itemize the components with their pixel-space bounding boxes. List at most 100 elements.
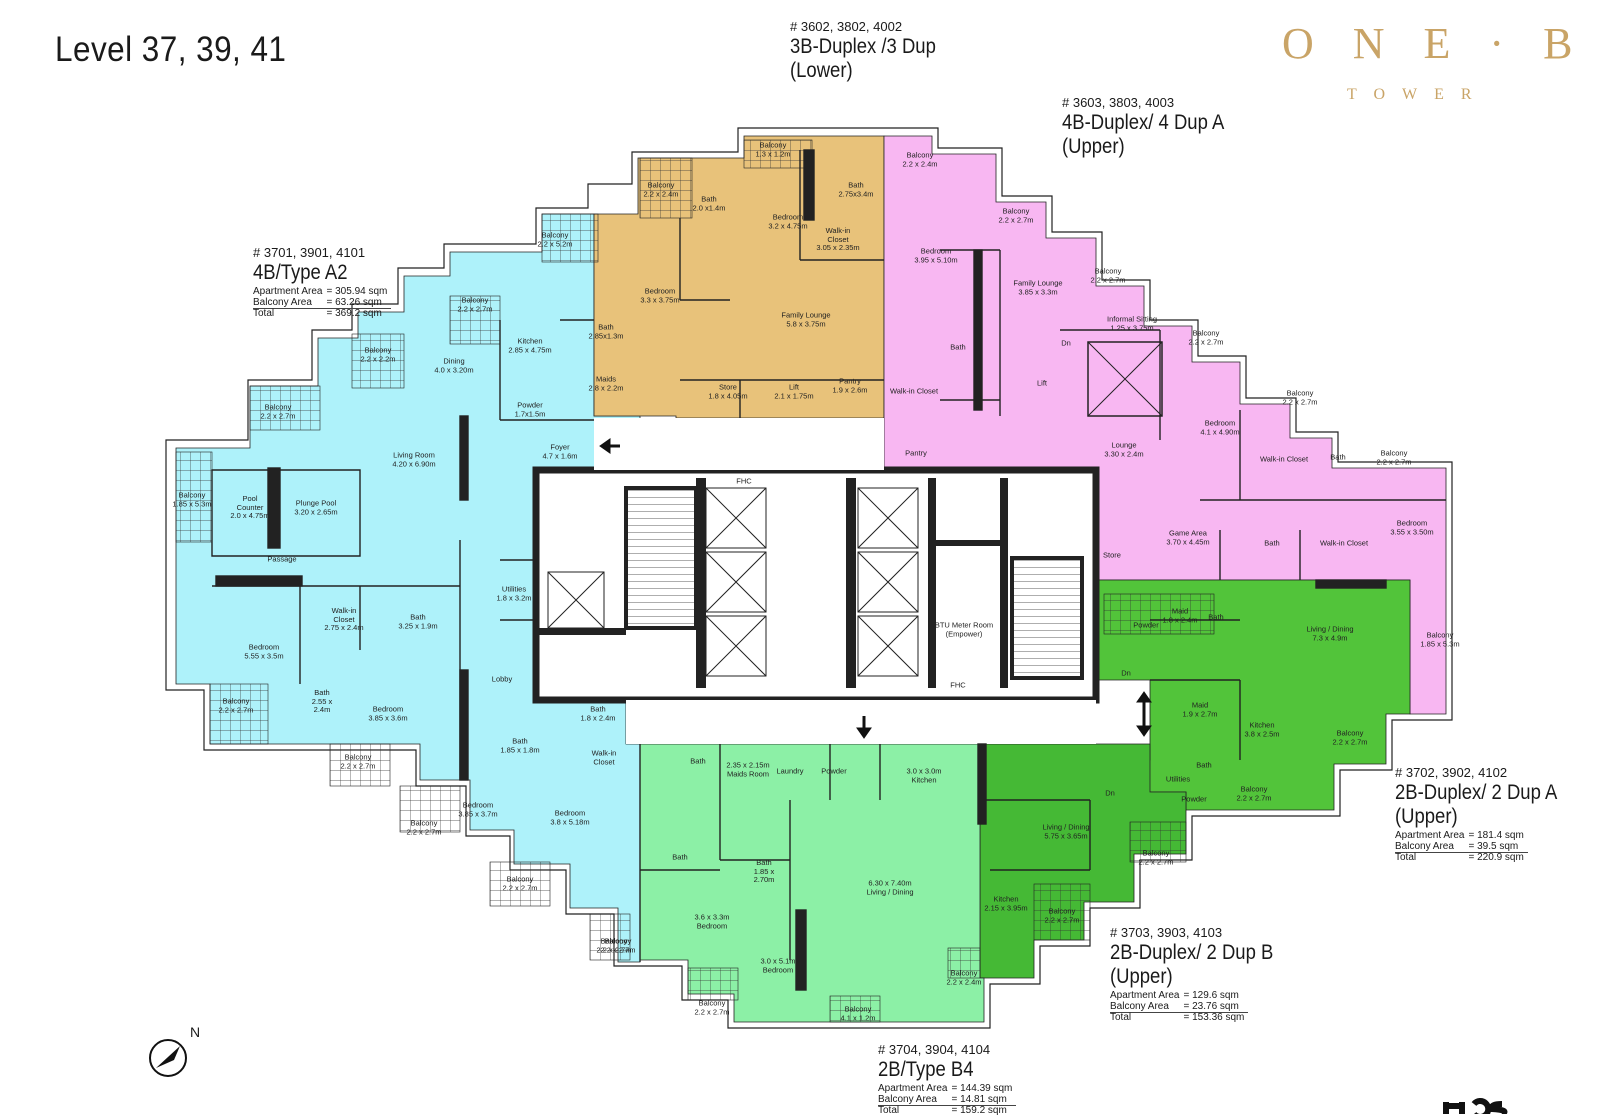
room-label-line: 5.8 x 3.75m (786, 319, 826, 328)
room-label-line: Foyer (550, 442, 570, 452)
room-label-line: Balcony (647, 180, 675, 190)
room-label-line: Living / Dining (866, 887, 914, 896)
room-label-line: Balcony (604, 936, 632, 946)
room-label-line: 2.2 x 5.2m (537, 239, 573, 248)
room-label-d4-dn: Dn (1061, 339, 1071, 349)
room-label-line: 3.0 x 5.1m (760, 956, 796, 966)
room-label-line: Balcony (1094, 266, 1122, 276)
unit-type: 2B-Duplex/ 2 Dup B (1110, 940, 1274, 964)
room-label-line: 2.55 x (311, 696, 333, 706)
room-label-line: Powder (1133, 620, 1159, 630)
room-label-line: 2.2 x 2.7m (1332, 737, 1368, 746)
room-label-line: Living / Dining (1042, 822, 1090, 832)
room-label-da-bath: Bath (1208, 613, 1223, 623)
unit-number: # 3704, 3904, 4104 (878, 1042, 991, 1057)
room-label-line: Lift (1036, 378, 1048, 388)
room-label-line: 3.8 x 5.18m (550, 817, 590, 826)
area-table: Apartment Area= 181.4 sqm Balcony Area= … (1395, 831, 1528, 864)
room-label-line: Informal Sitting (1106, 314, 1158, 324)
unit-number: # 3703, 3903, 4103 (1110, 925, 1223, 940)
room-label-db-powder: Powder (1181, 795, 1206, 805)
room-label-line: Balcony (906, 150, 934, 160)
room-label-line: 2.70m (753, 875, 775, 885)
room-label-line: Balcony (364, 345, 392, 355)
room-label-line: Balcony (461, 295, 489, 305)
room-label-line: 2.8 x 2.2m (588, 383, 624, 392)
unit-type: 4B-Duplex/ 4 Dup A (1062, 110, 1225, 134)
room-label-line: Maids (595, 374, 616, 384)
room-label-line: Dn (1121, 668, 1131, 678)
room-label-line: Bedroom (772, 212, 804, 222)
room-label-line: Living / Dining (1306, 624, 1354, 634)
room-label-line: Balcony (1240, 784, 1268, 794)
room-label-d4-walkin-2: Walk-in Closet (1260, 455, 1308, 465)
room-label-line: Bedroom (462, 800, 494, 810)
room-label-line: Game Area (1169, 528, 1207, 538)
room-label-a2-passage: Passage (267, 555, 296, 565)
room-label-line: Kitchen (911, 775, 937, 784)
cropped-logo-mark (1443, 1098, 1508, 1114)
room-label-line: 1.8 x 4.05m (708, 391, 748, 400)
room-label-line: Bedroom (1396, 518, 1428, 528)
room-label-line: 3.95 x 5.10m (914, 255, 958, 264)
room-label-core-fhc-2: FHC (950, 680, 966, 691)
room-label-line: Balcony (1192, 328, 1220, 338)
room-label-line: Bedroom (1204, 418, 1236, 428)
room-label-line: 3.6 x 3.3m (694, 912, 730, 922)
unit-label-2b-duplex-b: # 3703, 3903, 4103 2B-Duplex/ 2 Dup B (U… (1110, 925, 1296, 1024)
room-label-line: 3.55 x 3.50m (1390, 527, 1434, 536)
room-label-line: 2.2 x 2.7m (1090, 275, 1126, 284)
room-label-d4-bath-1: Bath (950, 343, 965, 353)
room-label-line: 3.85 x 3.3m (1018, 287, 1058, 296)
room-label-line: 3.25 x 1.9m (398, 621, 438, 630)
room-label-line: FHC (950, 680, 966, 690)
room-label-line: 3.30 x 2.4m (1104, 449, 1144, 458)
room-label-line: 2.0 x 4.75m (230, 511, 270, 521)
room-label-line: Balcony (1002, 206, 1030, 216)
unit-label-4b-type-a2: # 3701, 3901, 4101 4B/Type A2 Apartment … (253, 245, 392, 320)
room-label-line: 2.2 x 2.2m (360, 354, 396, 363)
room-label-line: 1.25 x 3.75m (1110, 323, 1154, 332)
room-label-line: (Empower) (945, 629, 983, 638)
room-label-line: Walk-in (591, 748, 617, 758)
room-label-line: Balcony (178, 490, 206, 500)
room-label-line: Balcony (950, 968, 978, 978)
room-label-line: 4.1 x 1.2m (840, 1013, 876, 1022)
room-label-d4-store: Store (1103, 551, 1121, 561)
room-label-line: 2.4m (313, 705, 331, 715)
room-label-line: 3.8 x 2.5m (1244, 729, 1280, 738)
room-label-line: 3.3 x 3.75m (640, 295, 680, 304)
unit-subtype: (Upper) (1110, 965, 1173, 989)
room-label-line: Maids Room (726, 769, 770, 778)
room-label-line: Store (719, 382, 737, 392)
room-label-line: 1.9 x 2.6m (832, 385, 868, 394)
brand-logo: O N E · B (1282, 19, 1587, 68)
area-row: Balcony Area= 23.76 sqm (1110, 1000, 1239, 1012)
room-label-line: 3.0 x 3.0m (906, 766, 942, 776)
